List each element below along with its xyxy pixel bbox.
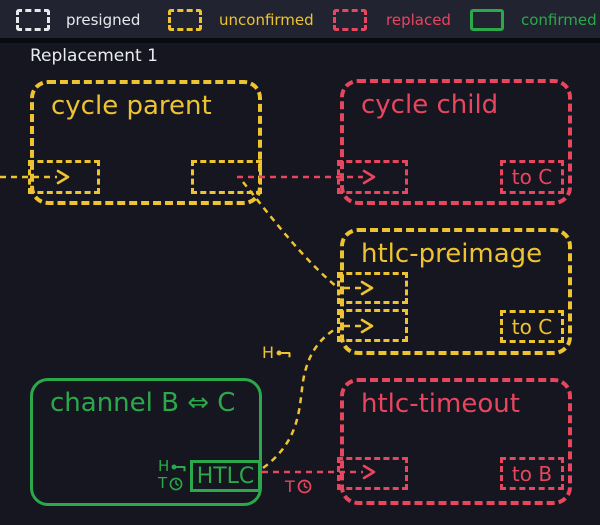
presigned-swatch-icon [16, 9, 50, 31]
cycle-child-output-label: to C [511, 165, 553, 189]
legend-label-replaced: replaced [386, 11, 451, 29]
confirmed-swatch-icon [470, 9, 504, 31]
node-cycle-child: cycle child [340, 79, 572, 205]
hash-letter: H [158, 457, 170, 475]
time-letter: T [158, 474, 168, 492]
cycle-child-input-box [337, 160, 408, 194]
htlc-preimage-input2-box [337, 309, 408, 342]
key-icon [171, 464, 186, 471]
node-htlc-preimage-label: htlc-preimage [361, 239, 543, 269]
legend-label-confirmed: confirmed [521, 11, 597, 29]
timeout-edge-time-annotation: T [285, 477, 312, 496]
htlc-preimage-output-label: to C [511, 314, 553, 339]
channel-hash-condition: H [158, 459, 188, 474]
node-channel-label: channel B ⇔ C [50, 388, 236, 418]
htlc-timeout-output-box: to B [500, 457, 564, 490]
channel-time-condition: T [158, 476, 183, 491]
cycle-child-output-box: to C [500, 160, 564, 194]
page-title: Replacement 1 [30, 46, 158, 66]
clock-icon [297, 479, 312, 494]
htlc-preimage-input1-box [337, 272, 408, 304]
node-channel-b-c: channel B ⇔ C [30, 378, 262, 506]
legend-separator [0, 38, 600, 43]
legend-label-unconfirmed: unconfirmed [219, 11, 314, 29]
preimage-edge-hash-annotation: H [262, 343, 293, 362]
htlc-output-label: HTLC [196, 463, 255, 489]
node-htlc-preimage: htlc-preimage [340, 228, 572, 355]
node-htlc-timeout: htlc-timeout [340, 378, 572, 505]
node-cycle-parent: cycle parent [30, 80, 262, 205]
htlc-timeout-input-box [337, 457, 408, 490]
node-cycle-parent-label: cycle parent [51, 91, 212, 121]
legend-label-presigned: presigned [66, 11, 141, 29]
htlc-preimage-output-box: to C [500, 310, 564, 343]
htlc-timeout-output-label: to B [511, 461, 553, 486]
key-icon [276, 350, 291, 357]
clock-icon [169, 477, 183, 490]
time-letter: T [285, 477, 295, 496]
node-htlc-timeout-label: htlc-timeout [361, 389, 520, 419]
cycle-parent-input-box [28, 160, 100, 194]
legend-bar: presigned unconfirmed replaced confirmed [0, 0, 600, 38]
cycle-parent-output-box [191, 160, 262, 194]
replaced-swatch-icon [333, 9, 367, 31]
unconfirmed-swatch-icon [168, 9, 202, 31]
hash-letter: H [262, 343, 275, 362]
node-cycle-child-label: cycle child [361, 90, 499, 120]
htlc-output-box: HTLC [190, 460, 261, 492]
